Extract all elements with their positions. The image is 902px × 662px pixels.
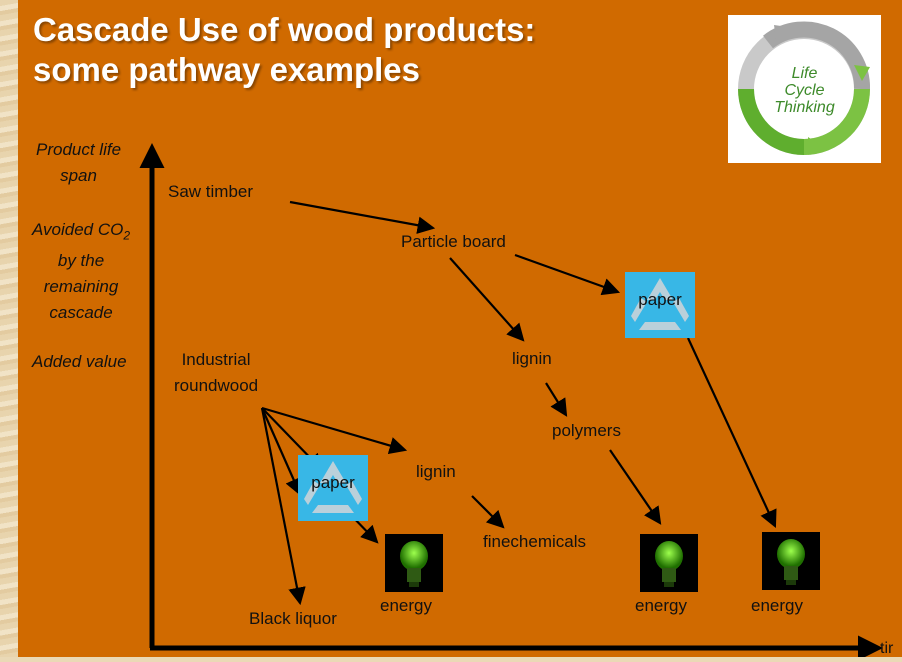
energy-bulb-2: [640, 534, 698, 592]
y-label-avoided-co2: Avoided CO2: [32, 217, 130, 248]
node-energy-1: energy: [380, 596, 432, 615]
y-label-product-life: Product life: [36, 140, 122, 159]
y-label-by-the: by the: [57, 251, 105, 271]
background-texture: [0, 0, 18, 657]
node-lignin-upper: lignin: [512, 349, 552, 368]
light-bulb-icon: [400, 541, 428, 587]
paper-label-top: paper: [638, 290, 682, 309]
node-industrial-line1: Industrial: [181, 350, 251, 369]
arrow-particleboard-paper: [514, 253, 621, 296]
logo-text-thinking: Thinking: [774, 99, 835, 116]
node-saw-timber: Saw timber: [168, 182, 254, 201]
recycle-icon: [631, 278, 689, 330]
co2-subscript: 2: [123, 228, 131, 243]
arrow-lignin-polymers: [545, 382, 568, 417]
arrow-polymers-energy: [609, 449, 662, 525]
paper-recycle-tile-top: paper: [625, 272, 695, 338]
life-cycle-thinking-logo: Life Cycle Thinking: [728, 15, 881, 163]
light-bulb-icon: [777, 539, 805, 585]
life-cycle-circle-icon: [738, 21, 871, 155]
y-label-avoided-co2-text: Avoided CO: [32, 220, 124, 239]
logo-text-cycle: Cycle: [784, 82, 825, 99]
arrow-sawtimber-particleboard: [289, 200, 436, 234]
y-label-remaining: remaining: [43, 277, 119, 297]
paper-label-left: paper: [311, 473, 355, 492]
paper-recycle-tile-left: paper: [298, 455, 368, 521]
energy-bulb-3: [762, 532, 820, 590]
arrow-roundwood-paper2: [260, 407, 302, 497]
slide-title-line2: some pathway examples: [33, 51, 421, 88]
energy-bulb-1: [385, 534, 443, 592]
arrow-particleboard-lignin: [449, 257, 525, 342]
node-black-liquor: Black liquor: [249, 609, 337, 628]
arrow-roundwood-lignin: [261, 406, 408, 455]
node-finechemicals: finechemicals: [483, 532, 586, 551]
y-axis-label-co2: Avoided CO2 by the remaining cascade: [32, 217, 130, 326]
arrow-lignin-finechemicals: [471, 495, 505, 529]
node-energy-3: energy: [751, 596, 803, 615]
y-label-added-value: Added value: [32, 352, 127, 371]
node-polymers: polymers: [552, 421, 621, 440]
slide-title-line1: Cascade Use of wood products:: [33, 11, 536, 48]
y-label-span: span: [60, 166, 97, 185]
node-energy-2: energy: [635, 596, 687, 615]
logo-text-life: Life: [791, 65, 818, 82]
node-particle-board: Particle board: [401, 232, 506, 251]
node-industrial-line2: roundwood: [174, 376, 259, 395]
node-lignin-lower: lignin: [416, 462, 456, 481]
y-label-cascade: cascade: [49, 303, 113, 323]
recycle-icon: [304, 461, 362, 513]
arrow-roundwood-blackliquor: [260, 407, 306, 606]
x-axis-label: tir: [880, 640, 894, 657]
y-axis-label-lifespan: Product life span: [36, 137, 121, 189]
arrow-paper-energy: [687, 337, 777, 528]
light-bulb-icon: [655, 541, 683, 587]
node-industrial-roundwood: Industrial roundwood: [174, 347, 258, 399]
